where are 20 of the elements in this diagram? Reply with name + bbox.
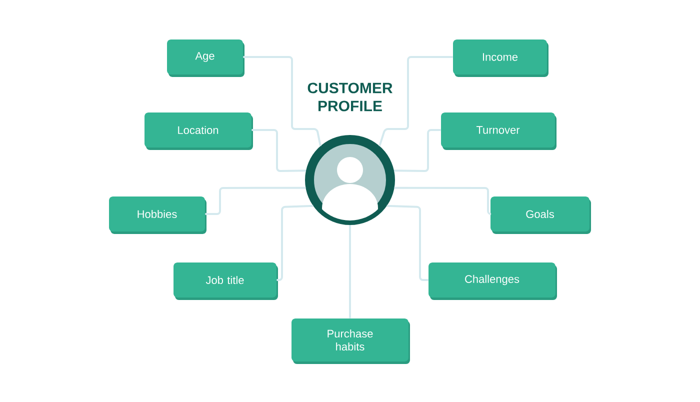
label-box: Turnover: [441, 112, 556, 150]
connector-line: [386, 204, 428, 281]
label-box: Location: [144, 112, 253, 150]
label-box: Purchase habits: [292, 318, 410, 364]
label-box: Age: [167, 40, 244, 77]
connector-line: [394, 129, 441, 172]
connector-line: [252, 129, 306, 172]
label-box: Goals: [490, 196, 591, 234]
avatar-circle: [305, 135, 395, 225]
connector-line: [243, 56, 322, 146]
label-box: Challenges: [428, 262, 557, 300]
connector-line: [205, 186, 306, 215]
connector-line: [349, 225, 351, 318]
connector-line: [378, 56, 453, 146]
connector-line: [276, 204, 314, 281]
connector-line: [394, 186, 492, 215]
label-box: Job title: [174, 262, 278, 300]
label-box: Income: [453, 40, 548, 77]
title: CUSTOMER PROFILE: [308, 82, 392, 112]
label-box: Hobbies: [109, 196, 206, 234]
